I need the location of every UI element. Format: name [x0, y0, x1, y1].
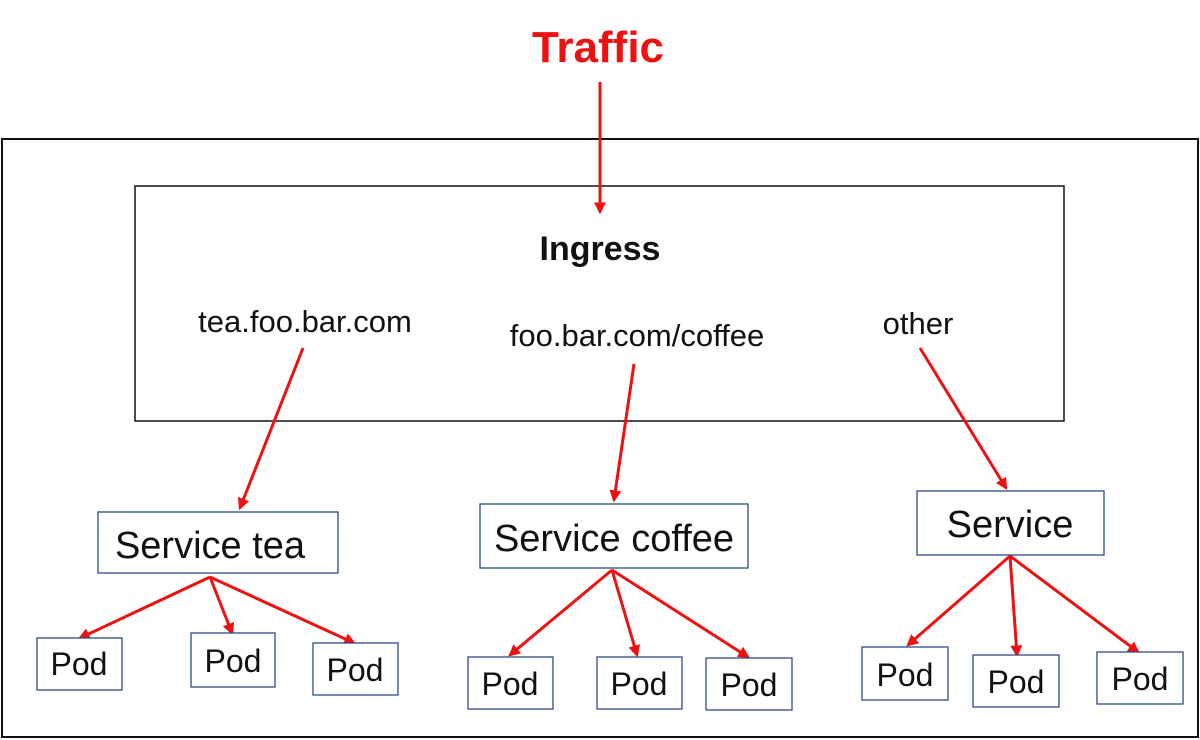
pod-box: [861, 646, 949, 701]
ingress-label: Ingress: [540, 230, 661, 268]
pod-box: [1096, 651, 1184, 705]
service-group-other: Service Pod Pod Pod: [861, 490, 1184, 708]
arrow-service-other-to-pod-3: [1009, 554, 1140, 654]
pod-box: [312, 642, 399, 696]
route-label-tea: tea.foo.bar.com: [198, 304, 412, 339]
arrow-route-to-service-tea: [237, 347, 305, 511]
pod-label: Pod: [611, 666, 668, 702]
service-coffee-label: Service coffee: [494, 518, 734, 560]
service-tea-box: [97, 511, 339, 574]
arrow-route-to-service-coffee: [609, 363, 636, 503]
arrow-service-other-to-pod-1: [906, 554, 1011, 647]
service-group-coffee: Service coffee Pod Pod Pod: [467, 503, 793, 711]
pod-label: Pod: [1112, 661, 1169, 697]
pod-label: Pod: [327, 652, 384, 688]
pod-label: Pod: [988, 664, 1045, 700]
arrow-service-tea-to-pod-3: [209, 575, 357, 645]
arrow-service-coffee-to-pod-1: [508, 568, 613, 657]
traffic-label: Traffic: [532, 23, 664, 72]
arrow-service-tea-to-pod-1: [77, 575, 211, 640]
service-other-label: Service: [947, 504, 1074, 546]
arrow-service-coffee-to-pod-2: [610, 569, 641, 658]
route-label-coffee: foo.bar.com/coffee: [510, 318, 764, 353]
arrow-route-to-service-other: [918, 347, 1008, 491]
pod-box: [36, 637, 123, 691]
pod-box: [467, 656, 554, 710]
service-group-tea: Service tea Pod Pod Pod: [36, 511, 399, 696]
arrow-service-other-to-pod-2: [1008, 555, 1023, 658]
pod-label: Pod: [721, 667, 778, 703]
pod-label: Pod: [205, 643, 262, 679]
pod-box: [972, 654, 1060, 708]
pod-box: [596, 656, 683, 710]
cluster-boundary: [1, 138, 1199, 738]
service-other-box: [916, 490, 1105, 556]
service-coffee-box: [479, 503, 749, 569]
pod-box: [705, 657, 793, 711]
pod-label: Pod: [482, 666, 539, 702]
arrow-service-coffee-to-pod-3: [611, 568, 751, 659]
route-label-other: other: [883, 306, 954, 341]
pod-label: Pod: [51, 646, 108, 682]
pod-label: Pod: [877, 657, 934, 693]
arrow-service-tea-to-pod-2: [208, 576, 235, 636]
pod-box: [190, 632, 276, 688]
service-tea-label: Service tea: [115, 525, 306, 567]
